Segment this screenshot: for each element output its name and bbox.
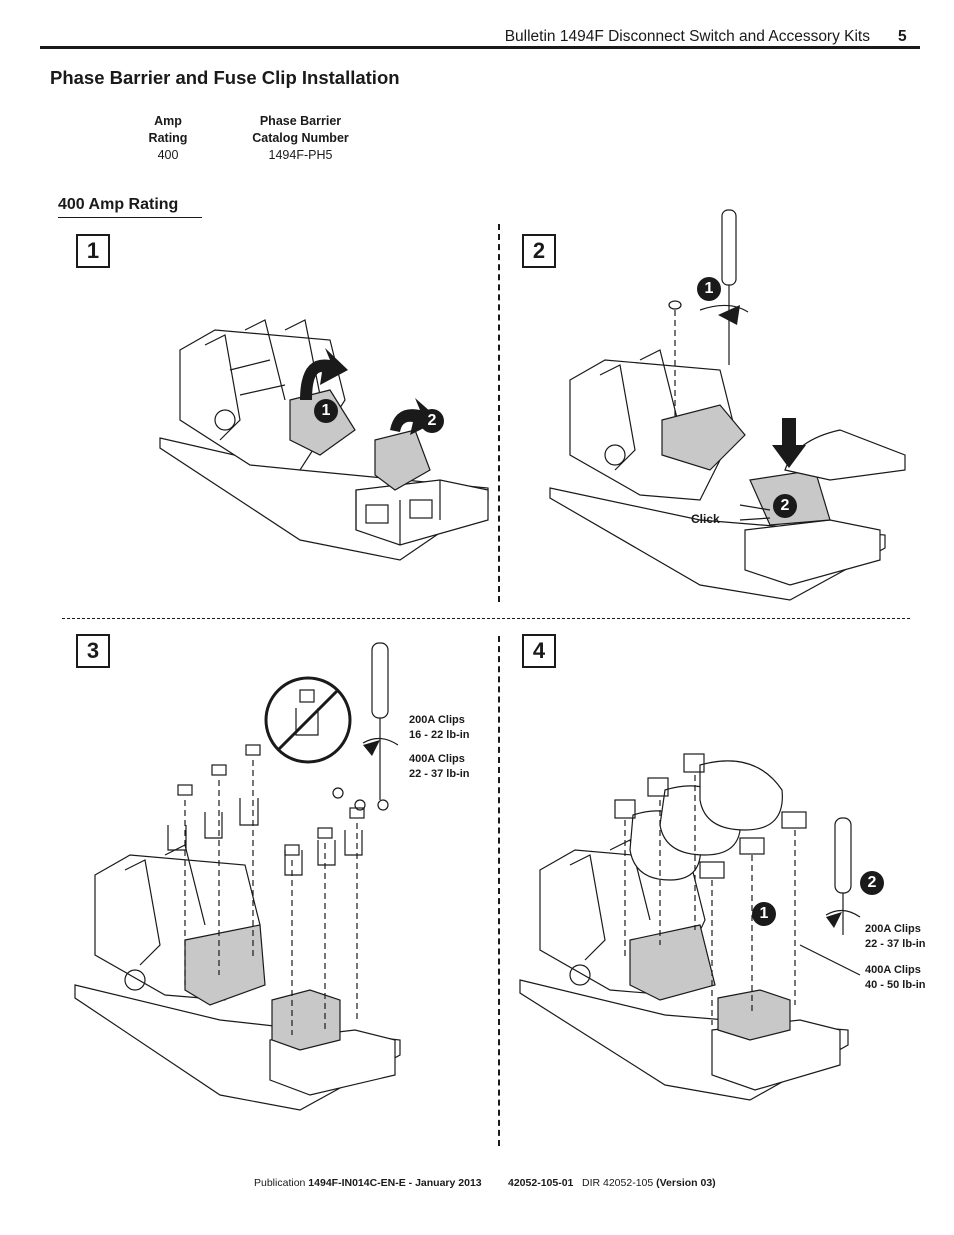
step-3-torque-200a-value: 16 - 22 lb-in (409, 729, 470, 741)
footer-dir-prefix: DIR 42052-105 (582, 1177, 654, 1189)
step-4-callout-1: 1 (752, 902, 776, 926)
divider-horizontal (62, 618, 910, 619)
subsection-title: 400 Amp Rating (58, 196, 179, 213)
step-3-torque-400a-title: 400A Clips (409, 753, 465, 765)
prohibited-sign (264, 676, 352, 764)
header-title: Bulletin 1494F Disconnect Switch and Acc… (504, 28, 870, 45)
phase-barrier-2 (374, 429, 431, 491)
press-arrow (772, 418, 806, 468)
step-3-torque-200a-title: 200A Clips (409, 714, 465, 726)
barrier-header-line1: Phase Barrier (259, 114, 342, 128)
footer-dir: DIR 42052-105 (Version 03) (582, 1177, 716, 1189)
amp-value: 400 (157, 148, 179, 162)
step-4-torque-400a-title: 400A Clips (865, 964, 921, 976)
footer-version: (Version 03) (656, 1177, 716, 1189)
step-1-callout-2: 2 (420, 409, 444, 433)
step-2-box: 2 (522, 234, 556, 268)
amp-header-line2: Rating (148, 131, 188, 145)
footer-publication-prefix: Publication (254, 1177, 306, 1189)
step-4-torque-200a-title: 200A Clips (865, 923, 921, 935)
fuse-3 (683, 753, 807, 831)
page-number: 5 (898, 28, 907, 45)
step-4-callout-2: 2 (860, 871, 884, 895)
step-1-callout-1: 1 (314, 399, 338, 423)
switch-handle-2 (244, 319, 286, 401)
footer-part-number: 42052-105-01 (508, 1177, 574, 1189)
amp-rating-column: Amp Rating 400 (128, 113, 208, 164)
arrow-1 (300, 348, 348, 400)
divider-vertical-top (498, 224, 500, 602)
click-label: Click (691, 512, 720, 526)
step-1-box: 1 (76, 234, 110, 268)
step-2-callout-1: 1 (697, 277, 721, 301)
step-3-torque-200a: 200A Clips 16 - 22 lb-in (409, 713, 470, 743)
installed-barrier (661, 404, 746, 471)
footer-publication: Publication 1494F-IN014C-EN-E - January … (254, 1177, 482, 1189)
step-3-torque-400a-value: 22 - 37 lb-in (409, 768, 470, 780)
catalog-number-column: Phase Barrier Catalog Number 1494F-PH5 (238, 113, 363, 164)
step-2-callout-2: 2 (773, 494, 797, 518)
step-4-torque-200a: 200A Clips 22 - 37 lb-in (865, 922, 926, 952)
step-4-torque-400a: 400A Clips 40 - 50 lb-in (865, 963, 926, 993)
amp-header-line1: Amp (154, 114, 182, 128)
divider-vertical-bottom (498, 636, 500, 1146)
step-3-box: 3 (76, 634, 110, 668)
header-rule (40, 46, 920, 49)
subsection-rule (58, 217, 202, 218)
step-4-torque-200a-value: 22 - 37 lb-in (865, 938, 926, 950)
footer-publication-id: 1494F-IN014C-EN-E - January 2013 (308, 1177, 482, 1189)
step-4-torque-400a-value: 40 - 50 lb-in (865, 979, 926, 991)
section-title: Phase Barrier and Fuse Clip Installation (50, 67, 400, 88)
step-3-torque-400a: 400A Clips 22 - 37 lb-in (409, 752, 470, 782)
barrier-header-line2: Catalog Number (252, 131, 349, 145)
switch-handle-1 (204, 334, 241, 441)
rotate-arrow (718, 305, 740, 325)
switch-pivot (214, 409, 236, 431)
barrier-value: 1494F-PH5 (268, 148, 333, 162)
step-4-box: 4 (522, 634, 556, 668)
